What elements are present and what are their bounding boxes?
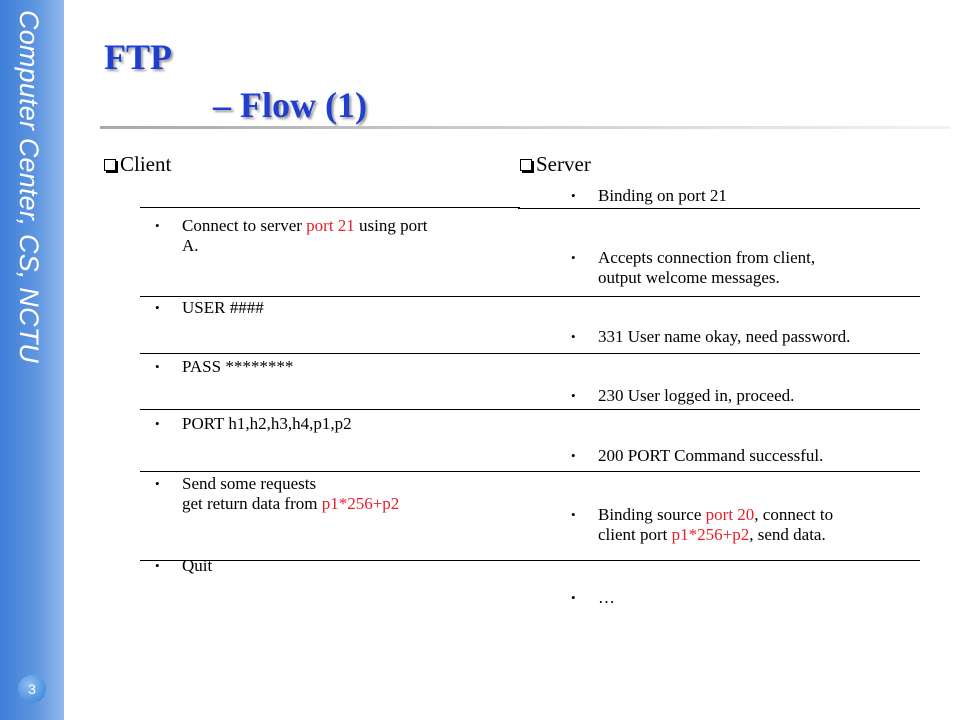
client-step-pass: • PASS ******** — [155, 357, 294, 377]
bullet-dot-icon: • — [571, 329, 576, 344]
server-step-text: 200 PORT Command successful. — [598, 446, 824, 465]
slide-title: FTP — [104, 37, 172, 77]
client-divider — [140, 207, 520, 208]
server-heading-label: Server — [536, 152, 591, 176]
title-divider — [100, 126, 950, 129]
client-step-connect: • Connect to server port 21 using port A… — [155, 216, 512, 256]
row-divider — [140, 471, 920, 472]
client-step-text: Send some requests — [182, 474, 317, 493]
server-step-highlight: p1*256+p2 — [671, 525, 750, 544]
server-step-binding: • Binding on port 21 — [571, 186, 727, 206]
bullet-dot-icon: • — [155, 218, 160, 233]
row-divider — [140, 409, 920, 410]
server-step-text: , send data. — [749, 525, 826, 544]
client-step-text: USER #### — [182, 298, 264, 317]
server-divider — [518, 208, 920, 209]
server-step-highlight: port 20 — [705, 505, 755, 524]
server-step-ellipsis: • … — [571, 588, 615, 608]
server-step-text: 230 User logged in, proceed. — [598, 386, 795, 405]
checkbox-bullet-icon — [520, 159, 532, 171]
client-step-quit: • Quit — [155, 556, 213, 576]
client-step-text: A. — [182, 236, 199, 255]
bullet-dot-icon: • — [571, 188, 576, 203]
client-step-text: PORT h1,h2,h3,h4,p1,p2 — [182, 414, 352, 433]
bullet-dot-icon: • — [571, 507, 576, 522]
bullet-dot-icon: • — [155, 300, 160, 315]
client-step-text: get return data from — [182, 494, 322, 513]
bullet-dot-icon: • — [155, 359, 160, 374]
sidebar: Computer Center, CS, NCTU 3 — [0, 0, 64, 720]
client-step-text: Connect to server — [182, 216, 307, 235]
bullet-dot-icon: • — [155, 476, 160, 491]
server-step-text: 331 User name okay, need password. — [598, 327, 851, 346]
client-step-highlight: p1*256+p2 — [321, 494, 400, 513]
server-step-accept: • Accepts connection from client, output… — [571, 248, 928, 288]
client-heading-label: Client — [120, 152, 172, 176]
row-divider — [140, 560, 920, 561]
server-step-data: • Binding source port 20, connect to cli… — [571, 505, 928, 545]
client-step-highlight: port 21 — [306, 216, 355, 235]
server-step-text: output welcome messages. — [598, 268, 780, 287]
bullet-dot-icon: • — [571, 250, 576, 265]
server-step-text: Accepts connection from client, — [598, 248, 816, 267]
server-step-230: • 230 User logged in, proceed. — [571, 386, 795, 406]
server-step-331: • 331 User name okay, need password. — [571, 327, 851, 347]
server-step-text: client port — [598, 525, 672, 544]
row-divider — [140, 296, 920, 297]
bullet-dot-icon: • — [155, 558, 160, 573]
server-step-200: • 200 PORT Command successful. — [571, 446, 824, 466]
bullet-dot-icon: • — [571, 590, 576, 605]
bullet-dot-icon: • — [571, 448, 576, 463]
client-step-text: using port — [354, 216, 428, 235]
checkbox-bullet-icon — [104, 159, 116, 171]
slide-subtitle: – Flow (1) — [213, 85, 367, 125]
server-heading: Server — [520, 152, 591, 177]
server-step-text: Binding source — [598, 505, 706, 524]
client-step-user: • USER #### — [155, 298, 264, 318]
client-heading: Client — [104, 152, 171, 177]
page-number: 3 — [18, 675, 46, 703]
server-step-text: … — [598, 588, 615, 607]
server-step-text: , connect to — [754, 505, 834, 524]
client-step-requests: • Send some requests get return data fro… — [155, 474, 400, 514]
bullet-dot-icon: • — [155, 416, 160, 431]
sidebar-org-text: Computer Center, CS, NCTU — [14, 10, 44, 364]
client-step-text: Quit — [182, 556, 213, 575]
row-divider — [140, 353, 920, 354]
client-step-text: PASS ******** — [182, 357, 294, 376]
client-step-port: • PORT h1,h2,h3,h4,p1,p2 — [155, 414, 352, 434]
bullet-dot-icon: • — [571, 388, 576, 403]
server-step-text: Binding on port 21 — [598, 186, 727, 205]
